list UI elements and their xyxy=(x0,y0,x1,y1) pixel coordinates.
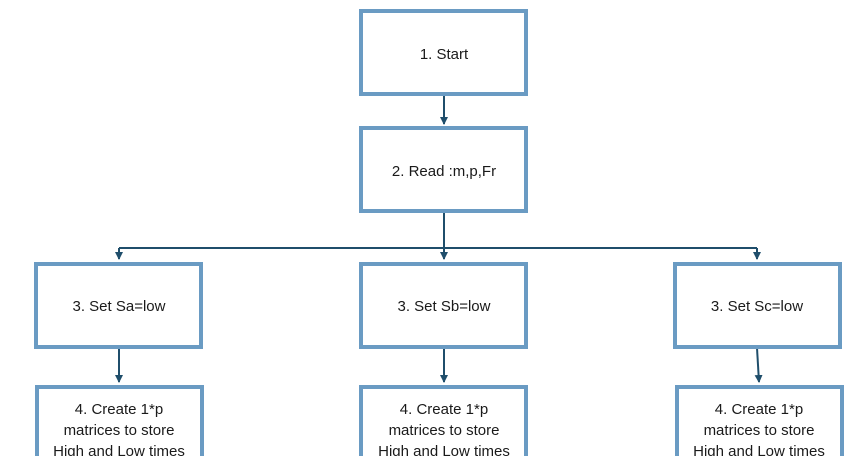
node-set-sc: 3. Set Sc=low xyxy=(673,262,842,349)
node-create-c-line-1: 4. Create 1*p xyxy=(715,401,803,418)
node-create-b-line-1: 4. Create 1*p xyxy=(400,401,488,418)
node-create-a-line-3: High and Low times xyxy=(53,443,185,456)
node-set-sb-label: 3. Set Sb=low xyxy=(398,298,491,315)
node-set-sa: 3. Set Sa=low xyxy=(34,262,203,349)
node-read: 2. Read :m,p,Fr xyxy=(359,126,528,213)
node-read-box xyxy=(359,126,528,213)
node-create-a-line-2: matrices to store xyxy=(64,422,175,439)
arrow-set-sc-to-create xyxy=(754,347,763,383)
node-create-c-box xyxy=(675,385,844,456)
node-create-b: 4. Create 1*p matrices to store High and… xyxy=(359,385,528,456)
node-start-box xyxy=(359,9,528,96)
node-start: 1. Start xyxy=(359,9,528,96)
node-set-sc-box xyxy=(673,262,842,349)
node-create-b-box xyxy=(359,385,528,456)
connectors xyxy=(115,95,763,383)
node-create-b-line-3: High and Low times xyxy=(378,443,510,456)
node-create-c-line-2: matrices to store xyxy=(704,422,815,439)
node-start-label: 1. Start xyxy=(420,46,469,63)
node-create-c: 4. Create 1*p matrices to store High and… xyxy=(675,385,844,456)
node-create-a-line-1: 4. Create 1*p xyxy=(75,401,163,418)
node-read-label: 2. Read :m,p,Fr xyxy=(392,163,496,180)
node-create-b-line-2: matrices to store xyxy=(389,422,500,439)
node-create-a-box xyxy=(35,385,204,456)
node-set-sc-label: 3. Set Sc=low xyxy=(711,298,803,315)
node-set-sa-label: 3. Set Sa=low xyxy=(73,298,166,315)
node-set-sa-box xyxy=(34,262,203,349)
node-create-a: 4. Create 1*p matrices to store High and… xyxy=(35,385,204,456)
node-create-c-line-3: High and Low times xyxy=(693,443,825,456)
node-set-sb-box xyxy=(359,262,528,349)
node-set-sb: 3. Set Sb=low xyxy=(359,262,528,349)
